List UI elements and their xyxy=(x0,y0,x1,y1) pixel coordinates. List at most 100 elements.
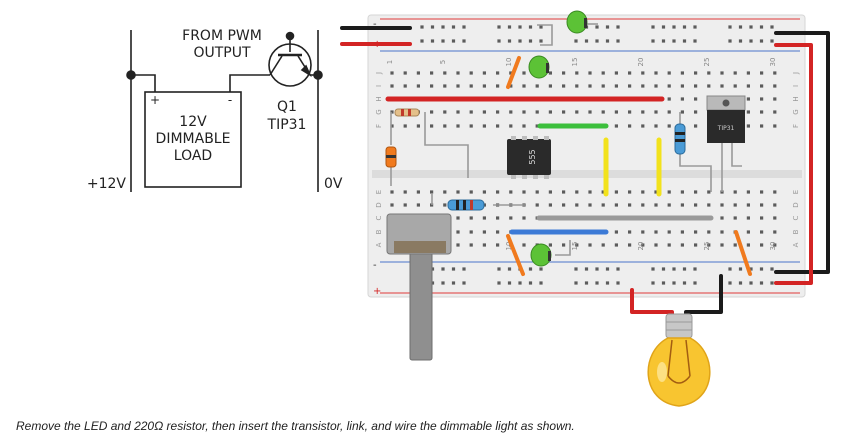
breadboard-hole xyxy=(562,84,566,88)
breadboard-hole xyxy=(614,71,618,75)
breadboard-hole xyxy=(760,243,764,247)
breadboard-hole xyxy=(462,39,466,43)
breadboard-hole xyxy=(672,281,676,285)
row-letter: F xyxy=(792,124,800,128)
resistor-vertical-band-2 xyxy=(675,139,685,142)
breadboard-hole xyxy=(661,25,666,29)
breadboard-hole xyxy=(456,190,460,194)
breadboard-hole xyxy=(667,84,671,88)
resistor-blue-band-1 xyxy=(456,200,459,210)
breadboard-hole xyxy=(694,71,698,75)
breadboard-hole xyxy=(420,39,424,43)
row-letter: H xyxy=(792,96,800,101)
breadboard-hole xyxy=(482,190,486,194)
breadboard-hole xyxy=(482,110,486,114)
breadboard-hole xyxy=(441,267,445,271)
breadboard-hole xyxy=(759,281,764,285)
breadboard-hole xyxy=(693,39,697,43)
breadboard-hole xyxy=(522,71,526,75)
breadboard-hole xyxy=(682,39,687,43)
breadboard-hole xyxy=(469,216,473,220)
breadboard-hole xyxy=(390,71,394,75)
breadboard: + - - + 115510101515202025253030 JJIIHHG… xyxy=(367,14,806,298)
load-text-line1: 12V xyxy=(179,114,207,130)
row-letter: C xyxy=(375,215,383,220)
breadboard-hole xyxy=(693,25,697,29)
schematic xyxy=(126,30,323,192)
column-number: 25 xyxy=(703,242,711,251)
breadboard-hole xyxy=(654,230,658,234)
breadboard-hole xyxy=(641,203,645,207)
column-number: 1 xyxy=(386,60,394,64)
rail-plus-bottom: + xyxy=(373,286,381,297)
breadboard-hole xyxy=(773,124,777,128)
breadboard-hole xyxy=(390,203,394,207)
breadboard-hole xyxy=(733,243,737,247)
load-minus-wire xyxy=(229,74,270,92)
breadboard-hole xyxy=(749,267,753,271)
row-letter: D xyxy=(375,202,383,207)
row-letter: H xyxy=(375,96,383,101)
breadboard-hole xyxy=(496,84,500,88)
breadboard-hole xyxy=(482,230,486,234)
pwm-title-line2: OUTPUT xyxy=(193,45,251,61)
breadboard-hole xyxy=(443,190,447,194)
breadboard-hole xyxy=(469,124,473,128)
breadboard-hole xyxy=(746,203,750,207)
breadboard-hole xyxy=(522,84,526,88)
row-letter: G xyxy=(375,109,383,114)
breadboard-hole xyxy=(535,110,539,114)
breadboard-hole xyxy=(707,203,711,207)
breadboard-hole xyxy=(601,71,605,75)
resistor-top-band-2 xyxy=(408,109,411,116)
breadboard-hole xyxy=(667,230,671,234)
ic-body xyxy=(507,139,551,175)
breadboard-hole xyxy=(482,71,486,75)
ic-pin xyxy=(522,175,527,179)
breadboard-hole xyxy=(575,110,579,114)
pot-shaft xyxy=(409,249,433,361)
breadboard-hole xyxy=(760,216,764,220)
breadboard-hole xyxy=(728,39,732,43)
breadboard-hole xyxy=(628,243,632,247)
breadboard-hole xyxy=(667,124,671,128)
breadboard-hole xyxy=(469,243,473,247)
column-number: 5 xyxy=(439,60,447,64)
column-number: 25 xyxy=(703,58,711,67)
load-minus-label: - xyxy=(228,93,232,107)
breadboard-hole xyxy=(628,124,632,128)
breadboard-hole xyxy=(694,230,698,234)
breadboard-hole xyxy=(720,203,724,207)
breadboard-hole xyxy=(595,39,599,43)
breadboard-hole xyxy=(682,281,687,285)
row-letter: B xyxy=(375,229,383,234)
breadboard-hole xyxy=(403,71,407,75)
resistor-top xyxy=(394,108,420,117)
column-number: 15 xyxy=(571,58,579,67)
breadboard-hole xyxy=(693,281,697,285)
breadboard-hole xyxy=(770,25,774,29)
breadboard-hole xyxy=(548,84,552,88)
breadboard-hole xyxy=(614,230,618,234)
breadboard-hole xyxy=(605,267,610,271)
capacitor-bottom xyxy=(530,243,552,267)
breadboard-hole xyxy=(509,71,513,75)
breadboard-hole xyxy=(680,97,684,101)
breadboard-hole xyxy=(601,243,605,247)
breadboard-hole xyxy=(528,39,533,43)
breadboard-hole xyxy=(548,243,552,247)
breadboard-hole xyxy=(733,203,737,207)
breadboard-hole xyxy=(497,25,501,29)
breadboard-hole xyxy=(654,84,658,88)
breadboard-hole xyxy=(651,267,655,271)
column-number: 10 xyxy=(505,58,513,67)
pwm-title-line1: FROM PWM xyxy=(182,28,262,44)
breadboard-hole xyxy=(720,71,724,75)
breadboard-hole xyxy=(507,39,512,43)
breadboard-hole xyxy=(562,203,566,207)
breadboard-hole xyxy=(682,267,687,271)
row-letter: A xyxy=(792,242,800,247)
resistor-blue-band-3 xyxy=(470,200,473,210)
breadboard-hole xyxy=(680,110,684,114)
breadboard-hole xyxy=(456,84,460,88)
